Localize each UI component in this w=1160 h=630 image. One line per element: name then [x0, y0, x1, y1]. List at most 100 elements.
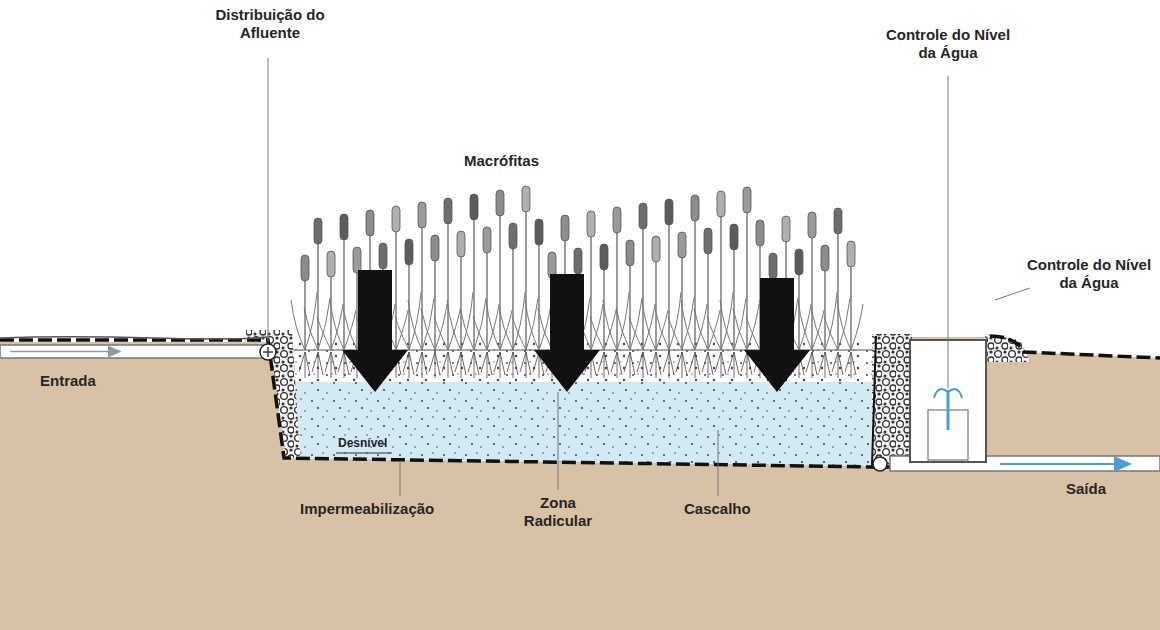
plant-stroke	[808, 212, 816, 238]
part-label: Impermeabilização	[300, 500, 500, 518]
plant-stroke	[395, 316, 409, 350]
plant-stroke	[460, 308, 474, 350]
plant-stroke	[591, 304, 603, 350]
plant-stroke	[721, 292, 733, 350]
plant-stroke	[340, 214, 348, 240]
part-label: Controle do Nível da Água	[1024, 256, 1154, 292]
plant-stroke	[682, 298, 694, 350]
plant-stroke	[305, 292, 317, 350]
plant-stroke	[481, 352, 492, 378]
plant-stroke	[663, 352, 674, 378]
plant-stroke	[655, 308, 669, 350]
plant-stroke	[624, 352, 635, 378]
plant-stroke	[694, 308, 708, 350]
plant-stroke	[301, 255, 309, 281]
plant-stroke	[733, 308, 747, 350]
plant-stroke	[343, 308, 357, 350]
plant-stroke	[845, 352, 856, 378]
plant-stroke	[851, 304, 863, 350]
plant-stroke	[756, 220, 764, 246]
part-label: Distribuição do Afluente	[210, 6, 330, 42]
part-label: Controle do Nível da Água	[880, 26, 1016, 62]
plant-stroke	[678, 232, 686, 258]
plant-stroke	[652, 236, 660, 262]
plant-stroke	[442, 352, 453, 378]
plant-stroke	[429, 352, 440, 378]
plant-stroke	[317, 316, 331, 350]
plant-stroke	[525, 300, 539, 350]
plant-stroke	[330, 300, 344, 350]
plant-stroke	[639, 203, 647, 229]
plant-stroke	[494, 352, 505, 378]
plant-stroke	[720, 300, 734, 350]
plant-stroke	[629, 316, 643, 350]
plant-stroke	[834, 208, 842, 234]
plant-stroke	[798, 300, 812, 350]
plant-stroke	[747, 304, 759, 350]
plant-stroke	[499, 308, 513, 350]
plant-stroke	[418, 202, 426, 228]
plant-stroke	[379, 243, 387, 269]
plant-stroke	[695, 304, 707, 350]
plant-stroke	[616, 308, 630, 350]
plant-stroke	[431, 235, 439, 261]
plant-stroke	[509, 223, 517, 249]
plant-stroke	[299, 352, 310, 378]
plant-stroke	[409, 292, 421, 350]
plant-stroke	[669, 292, 681, 350]
plant-stroke	[468, 352, 479, 378]
part-label: Macrófitas	[464, 152, 574, 170]
plant-stroke	[702, 352, 713, 378]
plant-stroke	[811, 308, 825, 350]
plant-stroke	[691, 195, 699, 221]
plant-stroke	[603, 300, 617, 350]
plant-stroke	[421, 308, 435, 350]
part-label: Desnível	[338, 436, 408, 450]
plant-stroke	[665, 199, 673, 225]
plant-stroke	[513, 292, 525, 350]
plant-stroke	[366, 210, 374, 236]
plant-stroke	[434, 316, 448, 350]
part-label: Saída	[1066, 480, 1146, 498]
plant-stroke	[312, 352, 323, 378]
plant-stroke	[455, 352, 466, 378]
plant-stroke	[689, 352, 700, 378]
plant-stroke	[600, 244, 608, 270]
plant-stroke	[405, 239, 413, 265]
plant-stroke	[512, 316, 526, 350]
plant-stroke	[611, 352, 622, 378]
plant-stroke	[728, 352, 739, 378]
plant-stroke	[668, 316, 682, 350]
plant-stroke	[574, 248, 582, 274]
plant-stroke	[717, 191, 725, 217]
plant-stroke	[507, 352, 518, 378]
plant-stroke	[520, 352, 531, 378]
plant-stroke	[535, 219, 543, 245]
plant-stroke	[496, 190, 504, 216]
plant-stroke	[473, 316, 487, 350]
plant-stroke	[650, 352, 661, 378]
plant-stroke	[708, 310, 720, 350]
plant-stroke	[483, 227, 491, 253]
plant-stroke	[561, 215, 569, 241]
plant-stroke	[304, 308, 318, 350]
plant-stroke	[819, 352, 830, 378]
plant-stroke	[821, 245, 829, 271]
plant-stroke	[526, 298, 538, 350]
plant-stroke	[435, 304, 447, 350]
plant-stroke	[704, 228, 712, 254]
plant-stroke	[470, 194, 478, 220]
plant-stroke	[291, 300, 305, 350]
plant-stroke	[474, 298, 486, 350]
plant-stroke	[782, 216, 790, 242]
plant-stroke	[832, 352, 843, 378]
plant-stroke	[630, 298, 642, 350]
plant-stroke	[408, 300, 422, 350]
plant-stroke	[318, 298, 330, 350]
plant-stroke	[795, 249, 803, 275]
part-label: Entrada	[40, 372, 140, 390]
plant-stroke	[637, 352, 648, 378]
plant-stroke	[392, 206, 400, 232]
